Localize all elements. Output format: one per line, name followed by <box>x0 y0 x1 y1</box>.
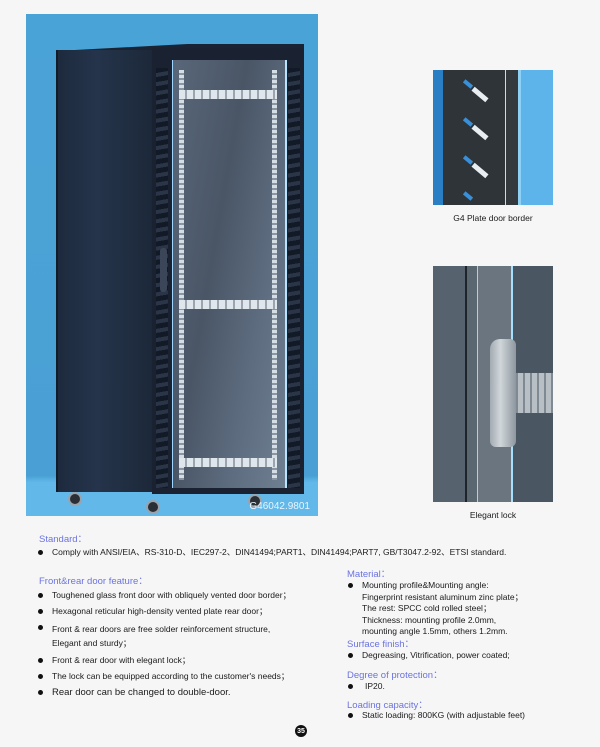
material-item: Mounting profile&Mounting angle: Fingerp… <box>348 580 578 638</box>
list-item: Toughened glass front door with obliquel… <box>38 590 338 601</box>
list-item: Rear door can be changed to double-door. <box>38 687 338 698</box>
list-item: Front & rear door with elegant lock； <box>38 655 338 666</box>
protection-heading: Degree of protection： <box>347 670 443 681</box>
rack-shelf <box>179 300 277 309</box>
list-item: Hexagonal reticular high-density vented … <box>38 606 338 617</box>
door-handle <box>160 248 167 292</box>
bullet-icon <box>38 674 43 679</box>
surface-finish-heading: Surface finish： <box>347 639 415 650</box>
protection-item: IP20. <box>348 681 578 692</box>
cabinet-side-panel <box>56 50 154 492</box>
lock-handle <box>490 339 516 447</box>
vent-slot <box>471 124 489 141</box>
cabinet-photo: G46042.9801 <box>26 14 318 516</box>
rack-shelf <box>179 90 277 99</box>
model-code: G46042.9801 <box>249 501 310 512</box>
bullet-icon <box>38 593 43 598</box>
bullet-icon <box>38 625 43 630</box>
vent-slot <box>471 162 489 179</box>
bullet-icon <box>348 713 353 718</box>
loading-item: Static loading: 800KG (with adjustable f… <box>348 710 578 721</box>
caster-wheel <box>248 494 262 508</box>
standard-heading: Standard： <box>39 534 88 545</box>
door-feature-heading: Front&rear door feature： <box>39 576 148 587</box>
vent-slot <box>471 86 489 103</box>
bullet-icon <box>38 658 43 663</box>
bullet-icon <box>38 550 43 555</box>
surface-finish-item: Degreasing, Vitrification, power coated; <box>348 650 578 661</box>
vent-slot <box>462 117 474 127</box>
loading-heading: Loading capacity： <box>347 700 428 711</box>
mounting-rail-left <box>179 70 184 480</box>
vent-slot <box>462 79 474 89</box>
list-item: Front & rear doors are free solder reinf… <box>38 622 338 650</box>
lock-caption: Elegant lock <box>469 510 517 520</box>
bullet-icon <box>38 690 43 695</box>
bullet-icon <box>348 684 353 689</box>
bullet-icon <box>38 609 43 614</box>
door-vent-right <box>288 68 300 488</box>
door-border-caption: G4 Plate door border <box>453 213 533 223</box>
mounting-rail-right <box>272 70 277 480</box>
list-item: The lock can be equipped according to th… <box>38 671 338 682</box>
page-number: 35 <box>295 725 307 737</box>
caster-wheel <box>146 500 160 514</box>
glass-panel <box>172 60 287 488</box>
door-feature-list: Toughened glass front door with obliquel… <box>38 590 338 698</box>
lock-photo <box>433 266 553 502</box>
rack-bar <box>511 373 553 413</box>
bullet-icon <box>348 583 353 588</box>
caster-wheel <box>68 492 82 506</box>
rack-shelf <box>179 458 277 467</box>
vent-slot <box>462 155 474 165</box>
bullet-icon <box>348 653 353 658</box>
material-heading: Material： <box>347 569 391 580</box>
vent-slot <box>462 191 474 201</box>
standard-item: Comply with ANSI/EIA、RS-310-D、IEC297-2、D… <box>38 547 578 558</box>
door-border-photo <box>433 70 553 205</box>
cabinet-front-door <box>152 48 304 494</box>
